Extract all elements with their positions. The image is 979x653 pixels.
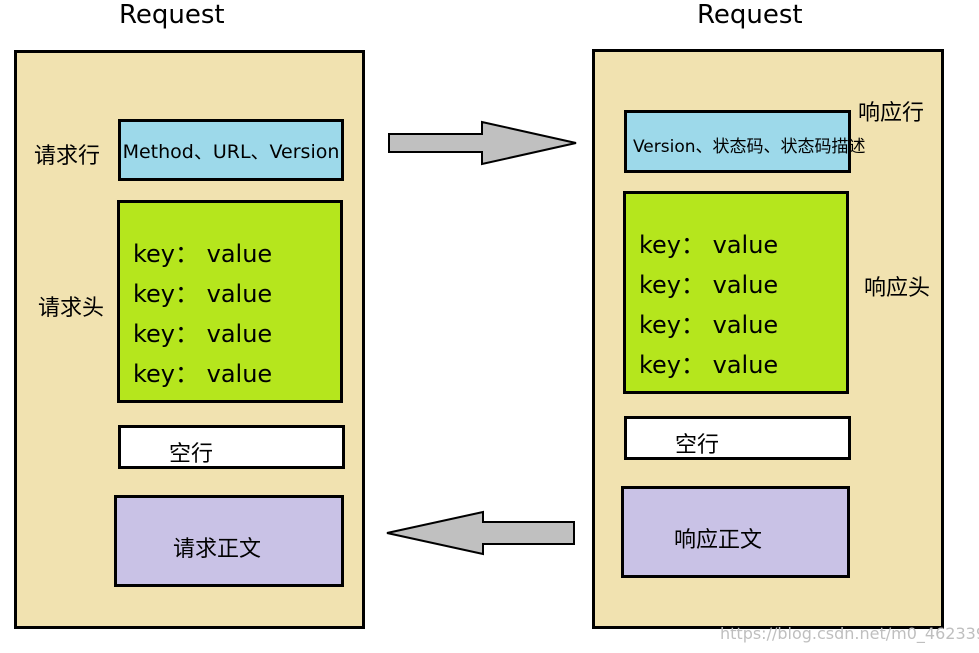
left-arrow-icon bbox=[386, 510, 575, 556]
response-header-row: key： value bbox=[639, 231, 779, 259]
request-body-box: 请求正文 bbox=[114, 495, 344, 587]
response-title-right: Request bbox=[697, 0, 803, 30]
request-headers-box: key： value key： value key： value key： va… bbox=[117, 200, 343, 403]
request-body-text: 请求正文 bbox=[173, 537, 262, 562]
request-header-row: key： value bbox=[133, 360, 273, 388]
response-header-row: key： value bbox=[639, 311, 779, 339]
request-line-label: 请求行 bbox=[34, 144, 101, 169]
response-headers-label: 响应头 bbox=[864, 276, 931, 301]
right-arrow-icon bbox=[388, 120, 577, 166]
response-headers-box: key： value key： value key： value key： va… bbox=[623, 191, 849, 394]
request-line-text: Method、URL、Version bbox=[122, 140, 340, 163]
request-header-row: key： value bbox=[133, 320, 273, 348]
request-blank-line-text: 空行 bbox=[169, 442, 214, 467]
request-header-row: key： value bbox=[133, 280, 273, 308]
request-header-row: key： value bbox=[133, 240, 273, 268]
request-title-left: Request bbox=[119, 0, 225, 30]
response-blank-line-box: 空行 bbox=[624, 416, 851, 460]
response-body-box: 响应正文 bbox=[621, 486, 850, 578]
request-line-box: Method、URL、Version bbox=[118, 119, 344, 181]
response-blank-line-text: 空行 bbox=[675, 433, 720, 458]
response-body-text: 响应正文 bbox=[674, 528, 763, 553]
watermark-text: https://blog.csdn.net/m0_46233999 bbox=[720, 624, 979, 643]
response-status-line-text: Version、状态码、状态码描述 bbox=[633, 137, 866, 157]
response-status-line-label: 响应行 bbox=[858, 101, 925, 126]
response-header-row: key： value bbox=[639, 271, 779, 299]
request-blank-line-box: 空行 bbox=[118, 425, 345, 469]
response-header-row: key： value bbox=[639, 351, 779, 379]
request-headers-label: 请求头 bbox=[38, 296, 105, 321]
response-status-line-box: Version、状态码、状态码描述 bbox=[624, 110, 866, 173]
